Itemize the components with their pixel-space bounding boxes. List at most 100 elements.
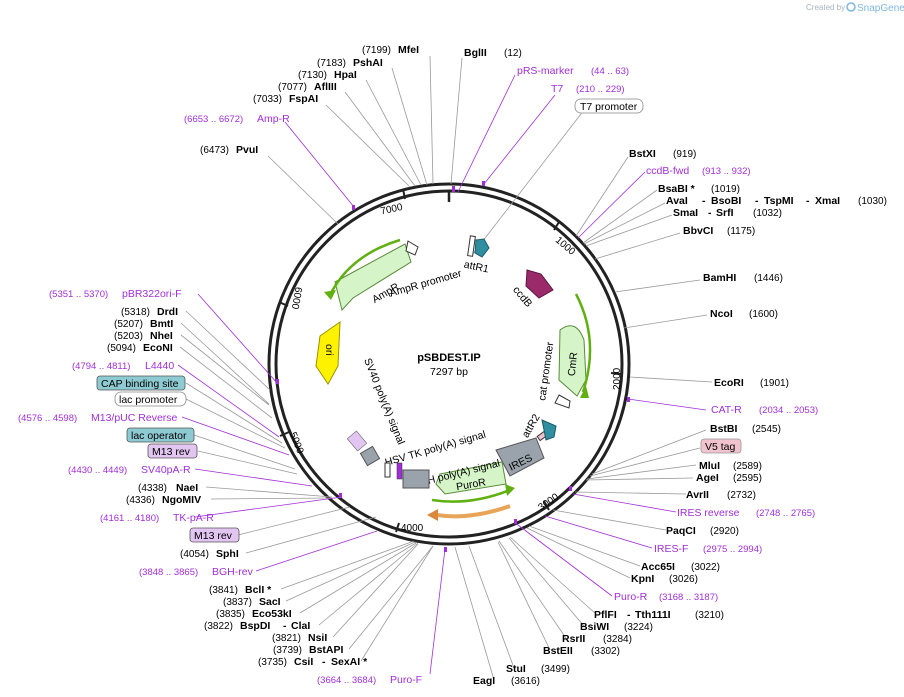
- bglII-label[interactable]: BglII: [464, 47, 487, 59]
- claI-label[interactable]: ClaI: [291, 620, 310, 632]
- amp-r-label[interactable]: Amp-R: [257, 113, 290, 125]
- acc65I-label[interactable]: Acc65I: [641, 561, 675, 573]
- m13-rev2-badge[interactable]: [189, 527, 240, 543]
- avrII-label[interactable]: AvrII: [686, 489, 709, 501]
- pbr322ori-label[interactable]: pBR322ori-F: [122, 288, 182, 300]
- pRS-marker-label[interactable]: pRS-marker: [517, 65, 574, 77]
- v5-tag-badge[interactable]: [700, 438, 742, 454]
- pshAI-label[interactable]: PshAI: [353, 57, 383, 69]
- hpaI-label[interactable]: HpaI: [334, 69, 357, 81]
- smaI-label[interactable]: SmaI: [673, 207, 698, 219]
- sv40pa-pos: (4430 .. 4449): [68, 465, 127, 476]
- ageI-label[interactable]: AgeI: [696, 472, 719, 484]
- eagI-label[interactable]: EagI: [473, 675, 495, 687]
- puro-f-label[interactable]: Puro-F: [390, 674, 422, 686]
- sacI-label[interactable]: SacI: [259, 596, 281, 608]
- naeI-label[interactable]: NaeI: [176, 482, 198, 494]
- eco53kI-label[interactable]: Eco53kI: [252, 608, 292, 620]
- bsoBI-label[interactable]: BsoBI: [711, 195, 741, 207]
- ecoRI-pos: (1901): [760, 378, 789, 389]
- cat-r-pos: (2034 .. 2053): [759, 405, 818, 416]
- l4440-pos: (4794 .. 4811): [72, 361, 130, 372]
- stuI-label[interactable]: StuI: [506, 663, 526, 675]
- kpnI-label[interactable]: KpnI: [631, 573, 654, 585]
- aflIII-label[interactable]: AflIII: [314, 81, 337, 93]
- csiI-label[interactable]: CsiI: [294, 656, 313, 668]
- pvuI-label[interactable]: PvuI: [236, 144, 258, 156]
- tick-4000: [395, 522, 400, 533]
- tspMI-label[interactable]: TspMI: [764, 195, 794, 207]
- CmR-arrow: [558, 325, 587, 397]
- fspAI-pos: (7033): [253, 94, 282, 105]
- attR1-arrow: [474, 238, 490, 258]
- puro-r-label[interactable]: Puro-R: [614, 591, 648, 603]
- site-markers: [276, 181, 630, 552]
- nheI-label[interactable]: NheI: [150, 330, 173, 342]
- ori-label: ori: [323, 344, 335, 356]
- rsrII-label[interactable]: RsrII: [562, 633, 585, 645]
- sphI-label[interactable]: SphI: [216, 548, 239, 560]
- T7-label[interactable]: T7: [551, 83, 563, 95]
- leader-lines: [177, 55, 713, 681]
- bclI-label[interactable]: BclI *: [245, 584, 272, 596]
- l4440-label[interactable]: L4440: [145, 360, 174, 372]
- orange-orf-line: [436, 504, 511, 519]
- bsiWI-pos: (3224): [624, 622, 653, 633]
- paqCI-label[interactable]: PaqCI: [666, 525, 696, 537]
- bstXI-label[interactable]: BstXI: [629, 148, 656, 160]
- cap-binding-badge[interactable]: [96, 375, 186, 391]
- fspAI-label[interactable]: FspAI: [289, 93, 318, 105]
- m13-puc-pos: (4576 .. 4598): [18, 413, 77, 424]
- bstAPI-label[interactable]: BstAPI: [309, 644, 344, 656]
- bstEII-label[interactable]: BstEII: [543, 645, 573, 657]
- bsaBI-label[interactable]: BsaBI *: [658, 183, 696, 195]
- bspDI-label[interactable]: BspDI: [240, 620, 270, 632]
- bsiWI-label[interactable]: BsiWI: [580, 621, 609, 633]
- AmpR-arrow: [334, 243, 412, 312]
- lac-operator-badge[interactable]: [126, 427, 195, 443]
- drdI-pos: (5318): [121, 307, 150, 318]
- tick-label-3000: 3000: [536, 491, 561, 513]
- bglII-pos: (12): [504, 48, 522, 59]
- sexAI-label[interactable]: SexAI *: [331, 656, 368, 668]
- lac-region-box: [346, 430, 368, 452]
- ccdB-fwd-label[interactable]: ccdB-fwd: [646, 165, 689, 177]
- cat-promoter-box: [554, 394, 571, 409]
- bstXI-pos: (919): [673, 149, 696, 160]
- ecoRI-label[interactable]: EcoRI: [714, 377, 744, 389]
- t7-promoter-badge[interactable]: [574, 98, 644, 114]
- avaI-label[interactable]: AvaI: [666, 195, 688, 207]
- bstBI-label[interactable]: BstBI: [710, 423, 738, 435]
- ncoI-label[interactable]: NcoI: [710, 308, 733, 320]
- tick-7000: [402, 188, 406, 200]
- cat-r-label[interactable]: CAT-R: [711, 404, 742, 416]
- bgh-rev-label[interactable]: BGH-rev: [212, 566, 254, 578]
- ires-f-label[interactable]: IRES-F: [654, 543, 688, 555]
- mfeI-label[interactable]: MfeI: [398, 44, 419, 56]
- t7-promoter-label: T7 promoter: [580, 101, 638, 113]
- pflFI-label[interactable]: PflFI: [594, 609, 617, 621]
- m13-rev-badge[interactable]: [147, 443, 198, 459]
- mluI-label[interactable]: MluI: [699, 460, 720, 472]
- nsiI-label[interactable]: NsiI: [308, 632, 327, 644]
- bGH-polyA-box: [402, 469, 430, 489]
- srfI-label[interactable]: SrfI: [716, 207, 734, 219]
- bbvCI-label[interactable]: BbvCI: [683, 225, 713, 237]
- xmaI-label[interactable]: XmaI: [815, 195, 840, 207]
- bmtI-label[interactable]: BmtI: [150, 318, 173, 330]
- tick-label-1000: 1000: [553, 235, 577, 258]
- ires-reverse-label[interactable]: IRES reverse: [677, 507, 740, 519]
- drdI-label[interactable]: DrdI: [157, 306, 178, 318]
- tk-pa-label[interactable]: TK-pA-R: [173, 512, 214, 524]
- m13-puc-label[interactable]: M13/pUC Reverse: [91, 412, 178, 424]
- tth111I-label[interactable]: Tth111I: [635, 609, 671, 621]
- sv40pa-label[interactable]: SV40pA-R: [141, 464, 191, 476]
- ngoMIV-label[interactable]: NgoMIV: [162, 494, 201, 506]
- credit-brand: SnapGene: [857, 3, 904, 14]
- pflFI-pos: (3210): [695, 610, 724, 621]
- lac-promoter-badge[interactable]: [114, 391, 187, 407]
- puro-f-pos: (3664 .. 3684): [317, 675, 376, 686]
- ecoNI-label[interactable]: EcoNI: [143, 342, 173, 354]
- bamHI-label[interactable]: BamHI: [703, 272, 736, 284]
